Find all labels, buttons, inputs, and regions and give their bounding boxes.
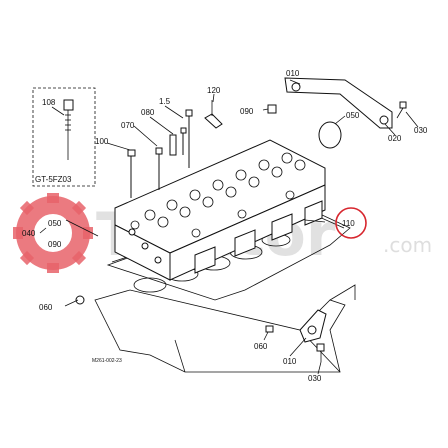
inset-code: GT-5FZ03 <box>35 175 72 184</box>
callout-070: 070 <box>121 121 135 130</box>
lifting-bracket <box>284 77 393 129</box>
callout-020: 020 <box>388 134 402 143</box>
callout-120: 120 <box>207 86 221 95</box>
bolt-030-lower <box>316 343 325 362</box>
bolt-030-upper <box>396 101 407 119</box>
highlight-circle <box>335 207 367 239</box>
inset-part-label: 108 <box>42 98 56 107</box>
callout-060-left: 060 <box>39 303 53 312</box>
lower-bracket <box>299 309 327 343</box>
plug-060 <box>75 295 274 333</box>
callout-030-lower: 030 <box>308 374 322 383</box>
gear-logo-icon <box>13 193 93 273</box>
callout-080: 080 <box>141 108 155 117</box>
callouts: 050 090 120 1.5 080 070 100 010 020 030 … <box>22 69 428 383</box>
callout-030-upper: 030 <box>414 126 428 135</box>
callout-090-left: 090 <box>48 240 62 249</box>
cap-050 <box>318 121 342 149</box>
inset-box: 108 GT-5FZ03 <box>32 87 96 187</box>
watermark-suffix: .com <box>383 233 432 257</box>
callout-040: 040 <box>22 229 36 238</box>
leader-lines <box>39 79 419 375</box>
callout-010-upper: 010 <box>286 69 300 78</box>
callout-050-upper: 050 <box>346 111 360 120</box>
nozzle-120 <box>204 100 223 129</box>
callout-060-lower: 060 <box>254 342 268 351</box>
drawing-code: M261-002-23 <box>92 358 122 364</box>
callout-050-left: 050 <box>48 219 62 228</box>
callout-010-lower: 010 <box>283 357 297 366</box>
callout-100: 100 <box>95 137 109 146</box>
plug-090 <box>267 104 277 114</box>
callout-105: 1.5 <box>159 97 171 106</box>
callout-090-upper: 090 <box>240 107 254 116</box>
callout-110: 110 <box>342 219 355 228</box>
head-bolts <box>127 109 193 198</box>
cylinder-head <box>114 139 326 281</box>
